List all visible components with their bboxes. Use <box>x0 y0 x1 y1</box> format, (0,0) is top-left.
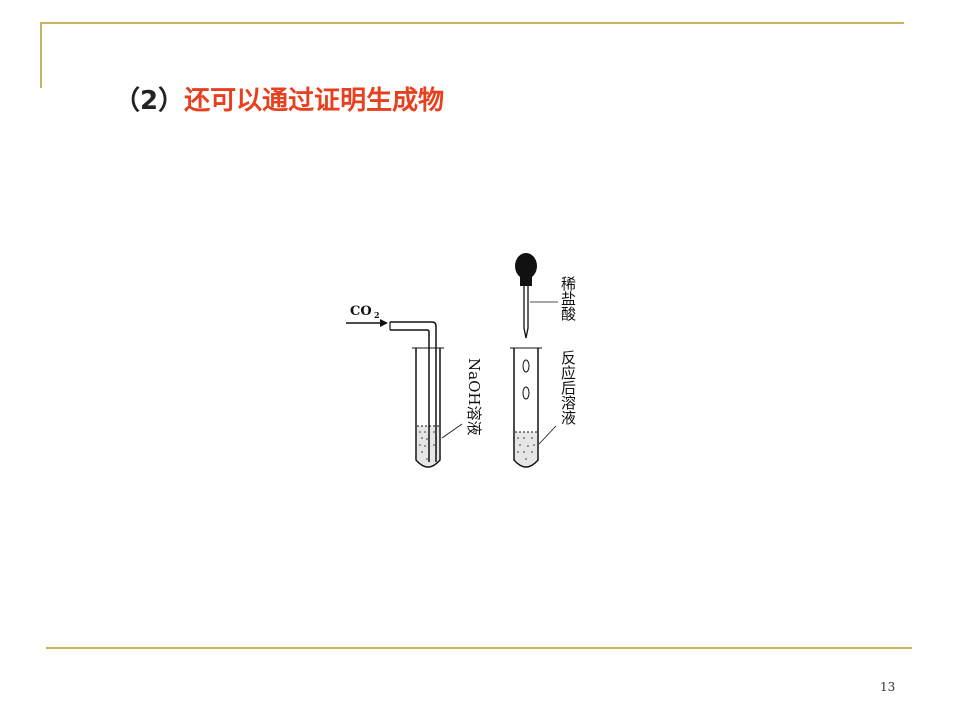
title-prefix: （2） <box>114 86 185 116</box>
drops <box>522 359 530 400</box>
co2-label: CO 2 <box>350 304 380 320</box>
experiment-diagram: CO 2 NaOH溶液 稀盐酸 <box>346 253 577 468</box>
right-tube-label: 反应后溶液 <box>559 350 577 425</box>
title-text: 还可以通过证明生成物 <box>184 86 445 116</box>
frame-left-line <box>40 22 42 88</box>
co2-text: CO <box>350 304 372 319</box>
right-test-tube <box>510 347 542 468</box>
dropper-label: 稀盐酸 <box>559 276 577 321</box>
gas-arrow <box>346 319 388 327</box>
left-test-tube <box>412 347 444 468</box>
left-tube-label-leader <box>441 423 463 439</box>
right-solution <box>515 431 537 466</box>
gas-delivery-tube <box>389 321 437 462</box>
dropper <box>515 253 537 339</box>
right-tube-label-leader <box>538 425 557 445</box>
page-number: 13 <box>880 680 896 694</box>
slide-title: （2）还可以通过证明生成物 <box>114 84 444 118</box>
frame-bottom-line <box>46 647 912 649</box>
left-tube-label: NaOH溶液 <box>465 358 483 435</box>
frame-top-line <box>40 22 904 24</box>
co2-subscript: 2 <box>374 310 380 320</box>
